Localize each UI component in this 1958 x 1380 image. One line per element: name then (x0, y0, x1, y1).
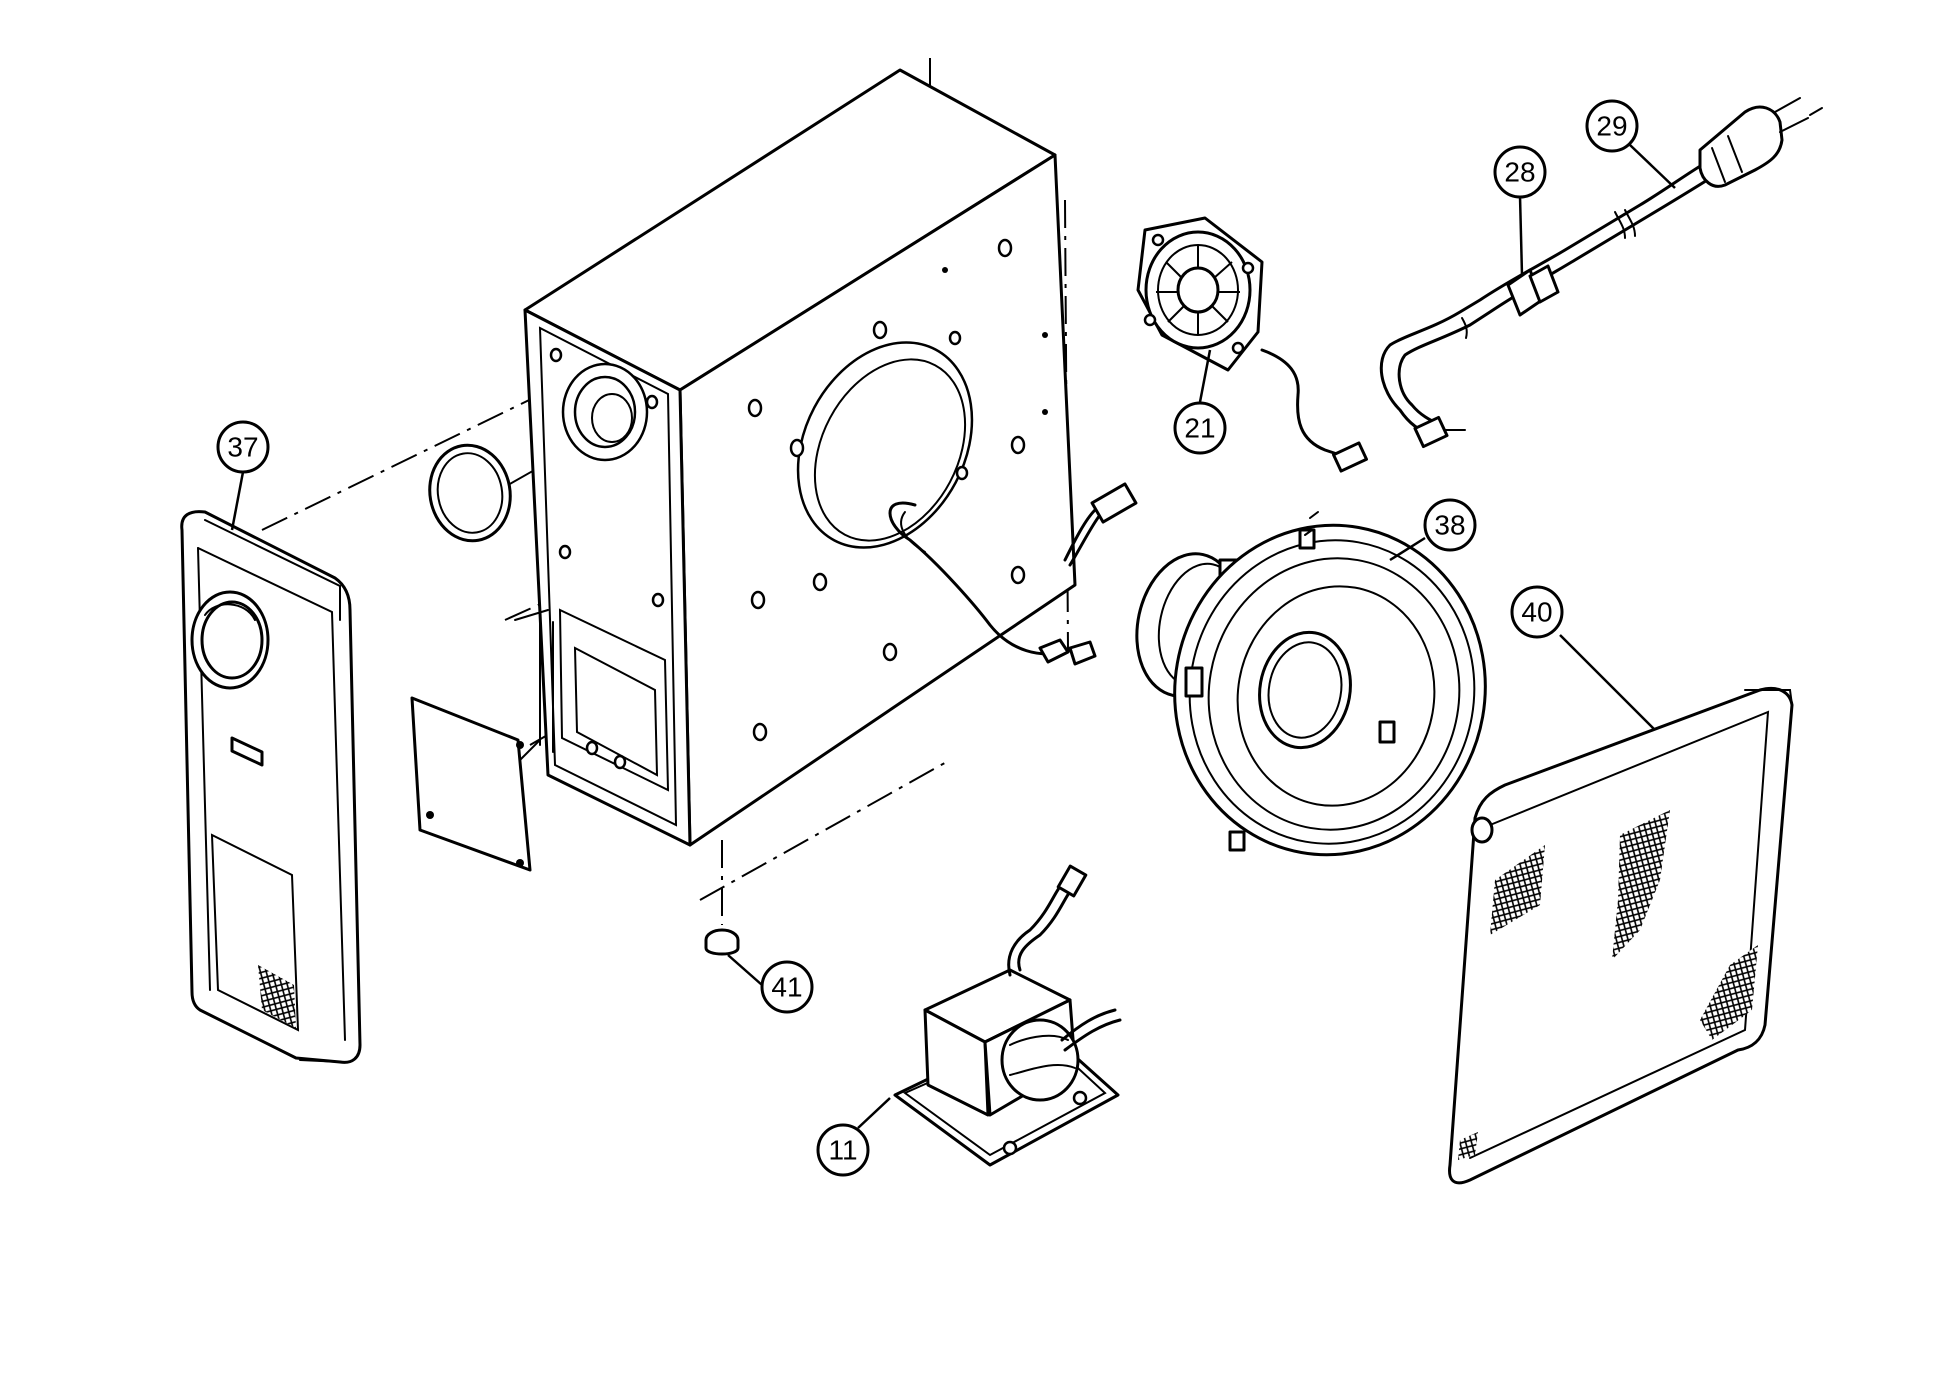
rubber-foot-part-41 (704, 928, 740, 956)
callout-28-label: 28 (1504, 157, 1535, 188)
speaker-cabinet (523, 68, 1138, 847)
amp-back-plate (410, 609, 554, 872)
callout-40: 40 (1510, 585, 1564, 639)
front-bezel-part-37 (180, 510, 362, 1064)
strain-relief-part-28 (1461, 264, 1560, 339)
callout-37-label: 37 (227, 432, 258, 463)
grille-part-40 (1448, 686, 1794, 1185)
callout-41-label: 41 (771, 972, 802, 1003)
callout-38: 38 (1423, 498, 1477, 552)
callout-11: 11 (816, 1123, 870, 1177)
callout-28: 28 (1493, 145, 1547, 199)
port-ring (428, 443, 512, 543)
callout-21-label: 21 (1184, 413, 1215, 444)
callout-41: 41 (760, 960, 814, 1014)
callout-40-label: 40 (1521, 597, 1552, 628)
callout-38-label: 38 (1434, 510, 1465, 541)
power-cord-part-29 (1379, 97, 1823, 449)
callout-29-label: 29 (1596, 111, 1627, 142)
woofer-part-38 (1135, 511, 1487, 857)
callout-21: 21 (1173, 401, 1227, 455)
callout-29: 29 (1585, 99, 1639, 153)
transformer-part-11 (893, 864, 1122, 1167)
callout-37: 37 (216, 420, 270, 474)
leader-lines (230, 144, 1676, 1129)
cooling-fan-part-21 (1136, 216, 1368, 473)
callout-11-label: 11 (828, 1135, 857, 1166)
